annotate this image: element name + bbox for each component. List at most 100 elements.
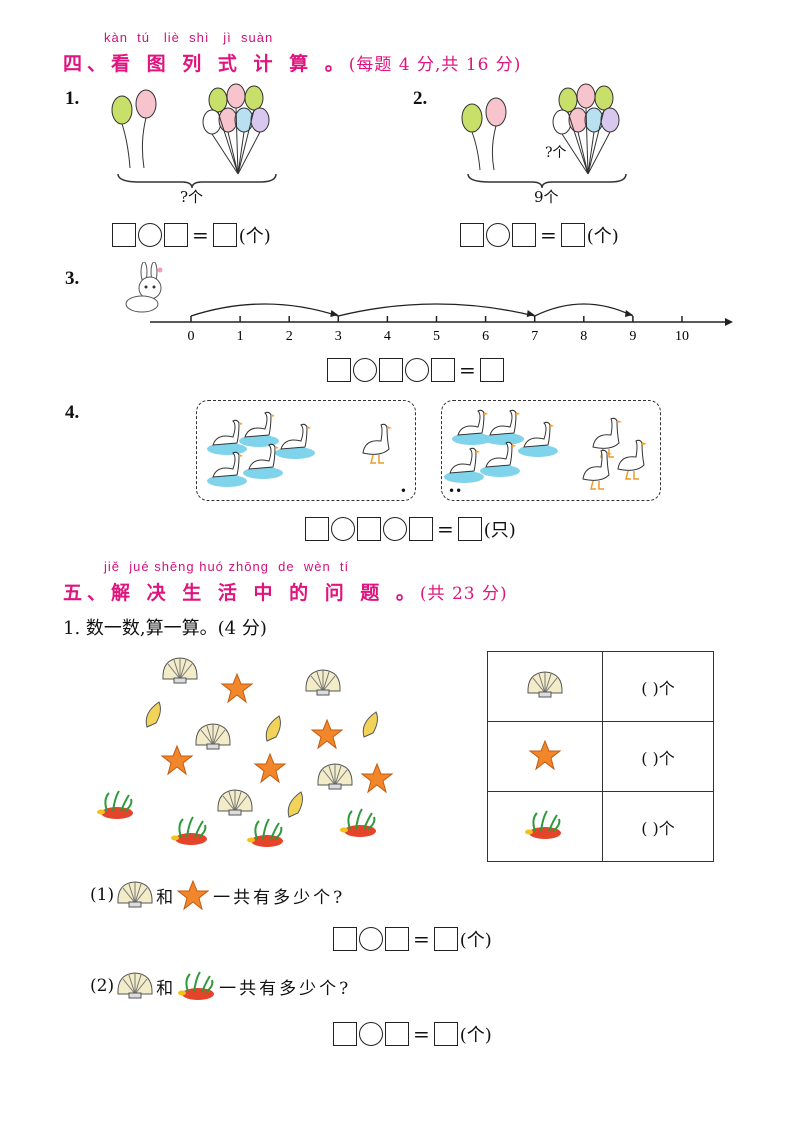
- sub1-question: 一共有多少个?: [213, 887, 346, 908]
- coral-icon: [487, 791, 603, 862]
- shell-icon: [487, 651, 603, 722]
- tick-label: 10: [675, 329, 689, 344]
- answer-box[interactable]: [333, 1022, 357, 1046]
- sub1-equation: =(个): [333, 926, 492, 952]
- table-row: ( )个: [487, 651, 714, 722]
- answer-box[interactable]: [409, 517, 433, 541]
- q2-brace-label: 9个: [534, 188, 559, 206]
- tick-label: 3: [335, 329, 342, 344]
- q1-number: 1.: [65, 88, 80, 109]
- tick-label: 8: [580, 329, 587, 344]
- operator-circle[interactable]: [359, 927, 383, 951]
- section4-points: (每题 4 分,共 16 分): [348, 55, 522, 75]
- bunny-icon: [125, 262, 163, 313]
- birds-group-2: ••: [441, 400, 661, 501]
- answer-box[interactable]: [212, 223, 237, 247]
- jump-arrowhead: [330, 310, 339, 317]
- equals-sign: =: [540, 223, 557, 247]
- answer-box[interactable]: [333, 927, 357, 951]
- answer-box[interactable]: [479, 358, 504, 382]
- equals-sign: =: [459, 358, 476, 382]
- operator-circle[interactable]: [405, 358, 429, 382]
- and-text: 和: [156, 887, 174, 908]
- q2-balloons-image: [461, 83, 627, 189]
- operator-circle[interactable]: [383, 517, 407, 541]
- answer-box[interactable]: [560, 223, 585, 247]
- section4-title-text: 四、看 图 列 式 计 算 。: [63, 53, 349, 75]
- section4-title: 四、看 图 列 式 计 算 。(每题 4 分,共 16 分): [63, 49, 521, 76]
- section4-pinyin: kàn tú liè shì jì suàn: [104, 30, 274, 45]
- count-blank[interactable]: ( )个: [602, 721, 714, 792]
- section5-title: 五、解 决 生 活 中 的 问 题 。(共 23 分): [63, 578, 508, 605]
- jump-arc: [534, 303, 634, 317]
- q3-number: 3.: [65, 268, 80, 289]
- coral-icon: [177, 971, 216, 1001]
- s5-q1-prompt: 1. 数一数,算一算。(4 分): [63, 618, 267, 639]
- unit-label: (个): [238, 226, 271, 247]
- swans-and-geese-image: [206, 411, 393, 488]
- section5-points: (共 23 分): [419, 584, 508, 604]
- axis-arrow: [725, 318, 733, 326]
- table-row: ( )个: [487, 721, 714, 792]
- tick-label: 6: [482, 329, 489, 344]
- operator-circle[interactable]: [331, 517, 355, 541]
- tick-label: 5: [433, 329, 440, 344]
- jump-arc: [338, 303, 535, 317]
- unit-label: (只): [483, 520, 516, 541]
- unit-label: (个): [459, 1025, 492, 1046]
- tick-label: 4: [384, 329, 391, 344]
- operator-circle[interactable]: [359, 1022, 383, 1046]
- answer-box[interactable]: [164, 223, 188, 247]
- shell-icon: [117, 881, 153, 908]
- equals-sign: =: [437, 517, 454, 541]
- tick-label: 1: [237, 329, 244, 344]
- starfish-icon: [487, 721, 603, 792]
- section5-pinyin: jiě jué shēng huó zhōng de wèn tí: [104, 559, 350, 574]
- dot-marker: ••: [448, 484, 463, 498]
- sub2-question: 一共有多少个?: [219, 978, 352, 999]
- answer-box[interactable]: [379, 358, 403, 382]
- answer-box[interactable]: [460, 223, 484, 247]
- equals-sign: =: [413, 1022, 430, 1046]
- answer-box[interactable]: [385, 1022, 409, 1046]
- answer-box[interactable]: [385, 927, 409, 951]
- answer-box[interactable]: [512, 223, 536, 247]
- jump-arrowhead: [624, 310, 633, 317]
- and-text: 和: [156, 978, 174, 999]
- operator-circle[interactable]: [486, 223, 510, 247]
- answer-box[interactable]: [305, 517, 329, 541]
- answer-box[interactable]: [431, 358, 455, 382]
- answer-box[interactable]: [327, 358, 351, 382]
- jump-arc: [190, 303, 339, 317]
- sub-question-1: (1) 和 一共有多少个?: [90, 874, 345, 916]
- answer-box[interactable]: [433, 927, 458, 951]
- q4-equation: = (只): [305, 516, 516, 542]
- count-blank[interactable]: ( )个: [602, 791, 714, 862]
- birds-group-1: •: [196, 400, 416, 501]
- answer-box[interactable]: [433, 1022, 458, 1046]
- swans-and-geese-image: [443, 409, 648, 490]
- q3-equation: =: [327, 358, 504, 382]
- tick-label: 0: [188, 329, 195, 344]
- sub1-number: (1): [90, 885, 115, 905]
- equals-sign: =: [413, 927, 430, 951]
- operator-circle[interactable]: [138, 223, 162, 247]
- q2-question-label: ?个: [545, 145, 567, 161]
- count-table: ( )个 ( )个 ( )个: [487, 651, 714, 862]
- starfish-icon: [177, 880, 209, 910]
- q1-balloons-image: [111, 83, 277, 189]
- q4-number: 4.: [65, 402, 80, 423]
- q2-number: 2.: [413, 88, 428, 109]
- answer-box[interactable]: [357, 517, 381, 541]
- tick-label: 7: [531, 329, 538, 344]
- answer-box[interactable]: [112, 223, 136, 247]
- q1-brace-label: ?个: [180, 188, 204, 206]
- sub2-number: (2): [90, 976, 115, 996]
- answer-box[interactable]: [457, 517, 482, 541]
- dot-marker: •: [399, 484, 407, 498]
- q1-equation: = (个): [112, 222, 271, 248]
- operator-circle[interactable]: [353, 358, 377, 382]
- table-row: ( )个: [487, 791, 714, 862]
- count-blank[interactable]: ( )个: [602, 651, 714, 722]
- equals-sign: =: [192, 223, 209, 247]
